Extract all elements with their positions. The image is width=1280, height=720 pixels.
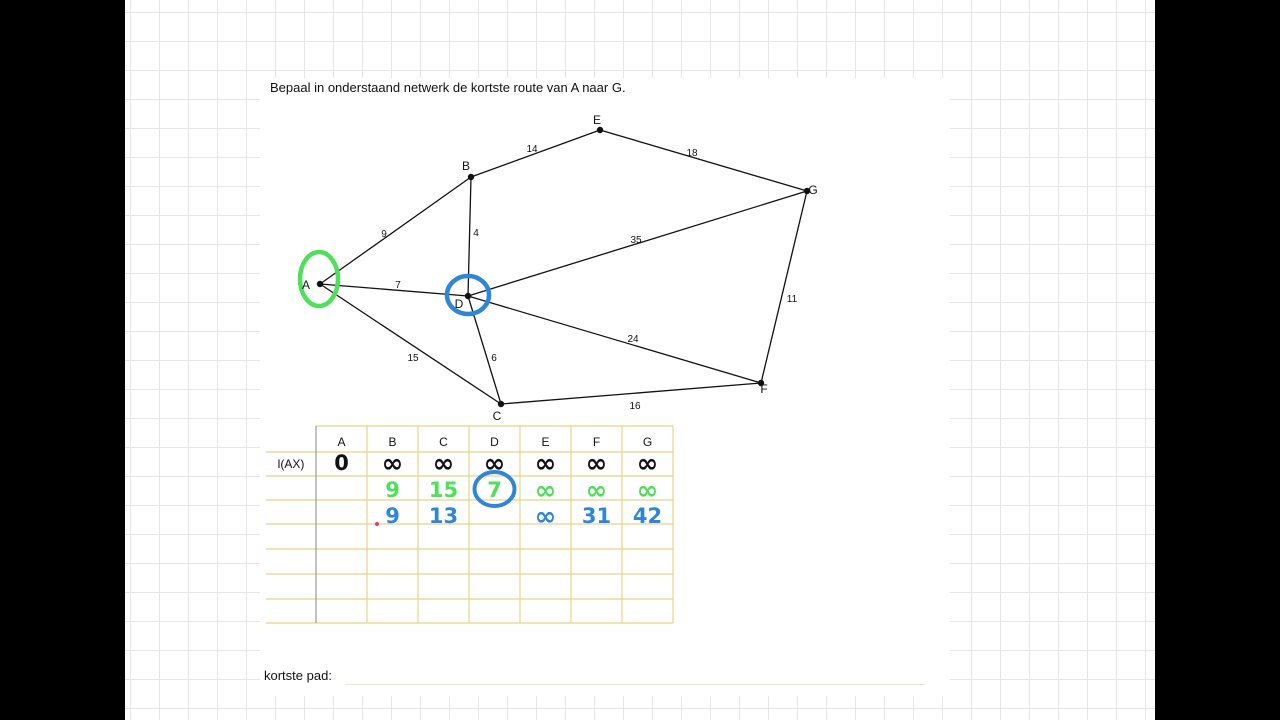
- node-F: [757, 379, 765, 387]
- node-label: A: [302, 278, 310, 292]
- node-E: [596, 126, 604, 134]
- edge-G-F: [760, 190, 808, 384]
- table-cell-value: ∞: [535, 502, 557, 532]
- edge-weight: 16: [629, 401, 641, 412]
- node-label: D: [455, 297, 464, 311]
- table-cell-value: ∞: [586, 449, 608, 479]
- pen-mark: [375, 522, 379, 526]
- table-cell-value: 13: [429, 504, 458, 528]
- answer-label: kortste pad:: [264, 668, 332, 683]
- edge-A-B: [319, 176, 472, 285]
- node-label: G: [808, 183, 817, 197]
- table-cell-value: 42: [633, 504, 662, 528]
- node-label: E: [593, 113, 601, 127]
- table-cell-value: ∞: [433, 449, 455, 479]
- table-cell-value: ∞: [586, 476, 608, 506]
- answer-line[interactable]: [345, 684, 925, 685]
- edge-weight: 4: [473, 228, 479, 239]
- edge-weight: 9: [381, 229, 387, 240]
- table-cell-value: 9: [385, 478, 400, 502]
- node-label: C: [493, 409, 502, 423]
- table-cell-value: 9: [385, 504, 400, 528]
- table-cell-value: ∞: [637, 476, 659, 506]
- table-cell-value: 7: [487, 478, 502, 502]
- table-cell-value: 0: [334, 451, 349, 475]
- edge-A-D: [319, 283, 469, 297]
- edge-weight: 15: [407, 353, 419, 364]
- highlight-circle-D: [444, 273, 492, 317]
- task-instruction: Bepaal in onderstaand netwerk de kortste…: [270, 80, 626, 95]
- table-header-F: F: [593, 435, 600, 449]
- edge-weight: 7: [395, 280, 401, 291]
- table-header-D: D: [490, 435, 499, 449]
- table-highlight-circle: [472, 470, 517, 508]
- table-header-G: G: [643, 435, 652, 449]
- node-C: [497, 400, 505, 408]
- edge-weight: 24: [627, 334, 639, 345]
- table-cell-value: 15: [429, 478, 458, 502]
- edge-C-F: [500, 382, 762, 405]
- edge-weight: 14: [526, 144, 538, 155]
- node-A: [316, 280, 324, 288]
- table-cell-value: ∞: [637, 449, 659, 479]
- table-header-B: B: [388, 435, 396, 449]
- node-label: B: [462, 159, 470, 173]
- table-cell-value: 31: [582, 504, 611, 528]
- edge-A-C: [319, 283, 502, 405]
- node-B: [467, 173, 475, 181]
- table-cell-value: ∞: [535, 476, 557, 506]
- edge-weight: 18: [686, 148, 698, 159]
- table-header-A: A: [337, 435, 345, 449]
- edge-D-G: [467, 190, 808, 297]
- table-header-E: E: [541, 435, 549, 449]
- highlight-circle-A: [297, 249, 341, 309]
- node-label: F: [760, 382, 767, 396]
- edge-D-F: [467, 295, 762, 384]
- node-D: [464, 292, 472, 300]
- worksheet: [260, 78, 950, 696]
- table-cell-value: ∞: [535, 449, 557, 479]
- edge-weight: 11: [787, 294, 798, 305]
- table-cell-value: ∞: [382, 449, 404, 479]
- node-G: [803, 187, 811, 195]
- edge-E-G: [599, 129, 808, 192]
- row-label: l(AX): [278, 457, 305, 471]
- edge-B-E: [470, 129, 601, 178]
- edge-weight: 6: [491, 353, 497, 364]
- edge-weight: 35: [630, 235, 642, 246]
- table-header-C: C: [439, 435, 448, 449]
